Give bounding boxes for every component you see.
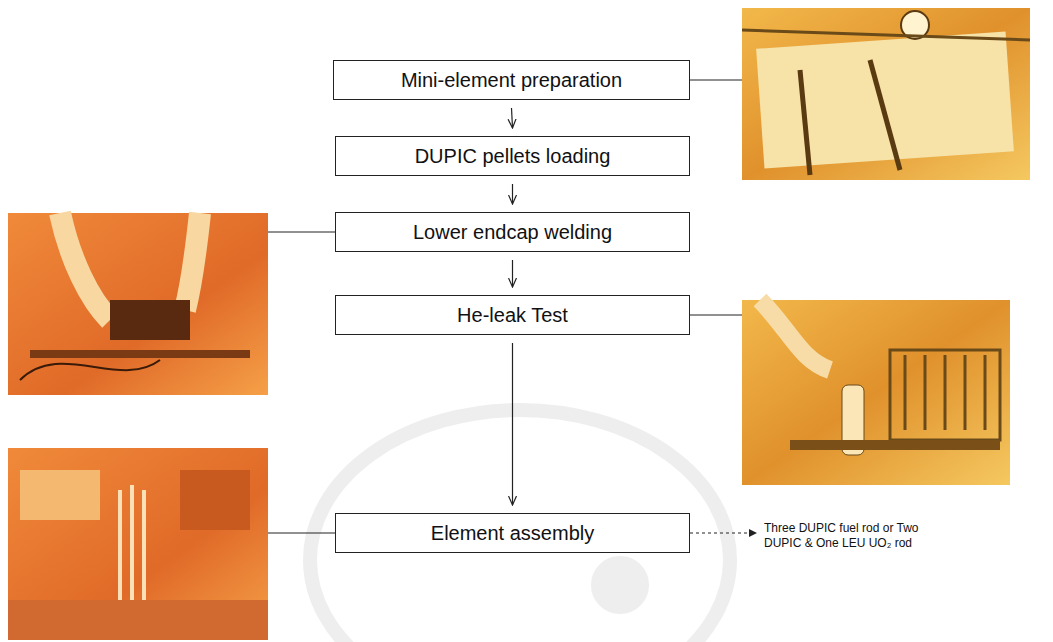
process-box: Element assembly: [335, 513, 690, 553]
flow-arrow: [512, 260, 513, 287]
process-box: DUPIC pellets loading: [335, 136, 690, 176]
watermark-logo: [310, 410, 730, 642]
process-box: Mini-element preparation: [333, 60, 690, 100]
note-label: Three DUPIC fuel rod or Two DUPIC & One …: [764, 521, 934, 551]
box-text: Element assembly: [431, 522, 594, 545]
process-box: He-leak Test: [335, 295, 690, 335]
box-text: DUPIC pellets loading: [415, 145, 611, 168]
leader-line: [268, 80, 742, 533]
flow-arrow: [512, 108, 513, 128]
flow-arrow: [512, 184, 513, 204]
process-box: Lower endcap welding: [335, 212, 690, 252]
photo-assembly: [8, 448, 268, 640]
flow-arrow: [512, 343, 513, 505]
photo-mini-element: [742, 8, 1030, 180]
dashed-arrow: [690, 533, 756, 534]
photo-he-leak: [742, 300, 1010, 485]
box-text: He-leak Test: [457, 304, 568, 327]
box-text: Mini-element preparation: [401, 69, 622, 92]
box-text: Lower endcap welding: [413, 221, 612, 244]
photo-welding: [8, 213, 268, 395]
